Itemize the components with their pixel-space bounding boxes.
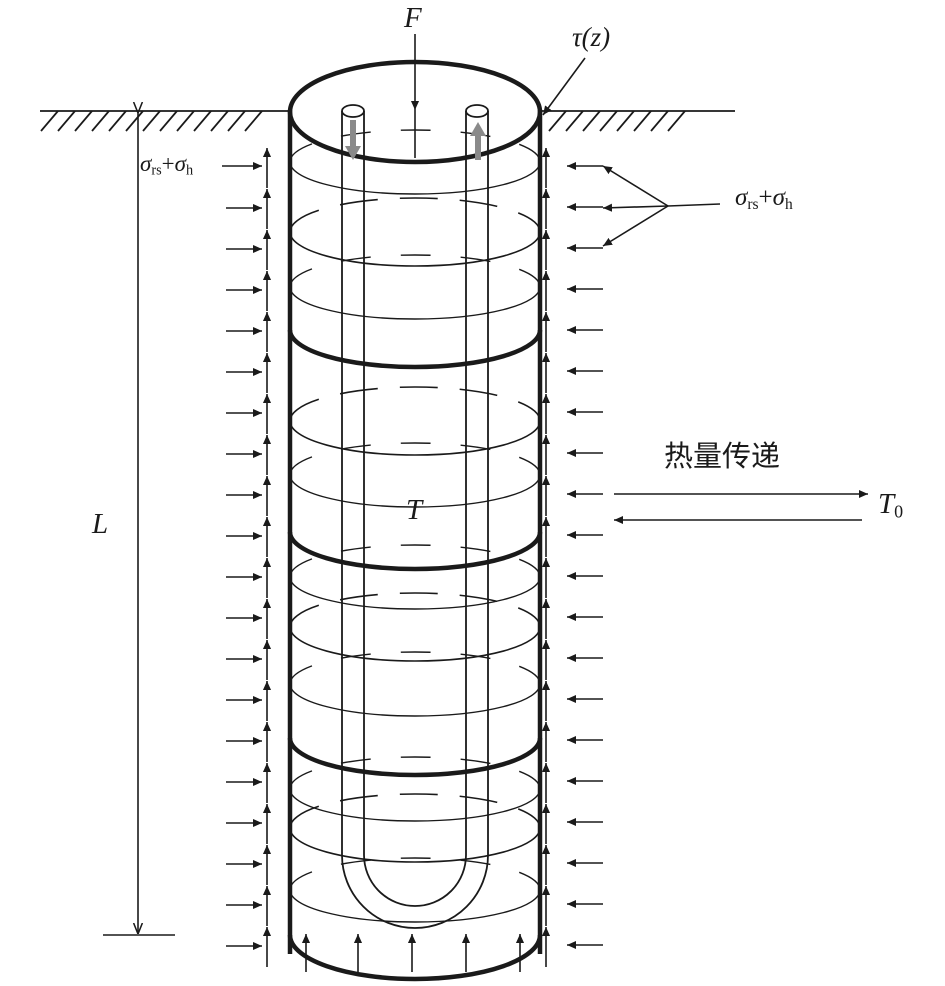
spiral-back-arc: [289, 651, 541, 685]
stress-label-right: σrs+σh: [735, 185, 793, 212]
pile-body: [287, 110, 543, 954]
pipe-flow-arrows: [345, 120, 486, 160]
section-ring-1: [287, 329, 543, 370]
shear-label: τ(z): [572, 24, 610, 51]
section-ring-2: [287, 531, 543, 572]
spiral-front-arc: [289, 474, 541, 508]
plus-sign: +: [758, 184, 773, 211]
hatch-mark: [91, 110, 110, 132]
pile-bottom: [287, 934, 543, 982]
hatch-mark: [210, 110, 229, 132]
spiral-back-arc: [289, 197, 541, 233]
sigma-symbol: σ: [772, 184, 785, 211]
hatch-mark: [40, 110, 59, 132]
gray-up-arrow-icon: [470, 122, 486, 160]
spiral-front-arc: [289, 626, 541, 662]
spiral-front-arc: [289, 788, 541, 822]
lateral-stress-arrows: [226, 161, 603, 951]
spiral-front-arc: [289, 576, 541, 610]
sigma-symbol: σ: [735, 184, 748, 211]
heat-transfer-label: 热量传递: [664, 439, 781, 473]
ground-hatch-left: [40, 110, 263, 132]
gray-down-arrow-icon: [345, 120, 361, 160]
hatch-mark: [193, 110, 212, 132]
spiral-front-arc: [289, 161, 541, 195]
hatch-mark: [125, 110, 144, 132]
heat-transfer-arrows: [614, 489, 868, 525]
hatch-mark: [159, 110, 178, 132]
hatch-mark: [667, 110, 686, 132]
spiral-front-arc: [289, 420, 541, 456]
spiral-back-arc: [289, 254, 541, 288]
shear-arrows: [262, 148, 551, 967]
plus-sign: +: [161, 151, 175, 176]
sigma-subscript: h: [185, 162, 194, 179]
hatch-mark: [227, 110, 246, 132]
pile-temperature-label: T: [406, 494, 423, 526]
spiral-front-arc: [289, 286, 541, 320]
length-dimension: [103, 113, 175, 936]
shear-leader: [542, 57, 586, 116]
hatch-mark: [548, 110, 567, 132]
temperature-subscript: 0: [894, 501, 904, 522]
hatch-mark: [599, 110, 618, 132]
spiral-back-arc: [289, 442, 541, 476]
pipe-outlet: [465, 104, 489, 118]
spiral-front-arc: [289, 683, 541, 717]
shear-symbol: τ(z): [572, 22, 611, 52]
pipe-inlet: [341, 104, 365, 118]
hatch-mark: [244, 110, 263, 132]
stress-label-leaders-right: [602, 165, 721, 247]
sigma-symbol: σ: [174, 151, 186, 176]
hatch-mark: [650, 110, 669, 132]
hatch-mark: [565, 110, 584, 132]
stress-label-left: σrs+σh: [140, 152, 193, 178]
spiral-front-arc: [289, 889, 541, 923]
spiral-back-arc: [289, 793, 541, 829]
sigma-subscript: rs: [747, 195, 759, 213]
hatch-mark: [176, 110, 195, 132]
hatch-mark: [582, 110, 601, 132]
hatch-mark: [633, 110, 652, 132]
hatch-mark: [108, 110, 127, 132]
hatch-mark: [616, 110, 635, 132]
spiral-front-arc: [289, 231, 541, 267]
spiral-back-arc: [289, 857, 541, 891]
hatch-mark: [57, 110, 76, 132]
ground-hatch-right: [548, 110, 686, 132]
spiral-back-arc: [289, 592, 541, 628]
spiral-back-arc: [289, 544, 541, 578]
sigma-subscript: h: [785, 195, 793, 213]
length-label: L: [92, 508, 109, 540]
section-ring-3: [287, 737, 543, 778]
sigma-subscript: rs: [151, 162, 162, 179]
spiral-rings: [289, 129, 541, 923]
spiral-back-arc: [289, 756, 541, 790]
spiral-front-arc: [289, 827, 541, 863]
u-tube-pipe: [341, 104, 489, 929]
hatch-mark: [74, 110, 93, 132]
base-resistance-arrows: [301, 934, 525, 972]
sigma-symbol: σ: [140, 151, 152, 176]
temperature-symbol: T: [878, 488, 895, 520]
load-label: F: [404, 2, 422, 34]
hatch-mark: [142, 110, 161, 132]
ground-temperature-label: T0: [878, 488, 904, 522]
spiral-back-arc: [289, 386, 541, 422]
ground-surface: [40, 110, 735, 132]
